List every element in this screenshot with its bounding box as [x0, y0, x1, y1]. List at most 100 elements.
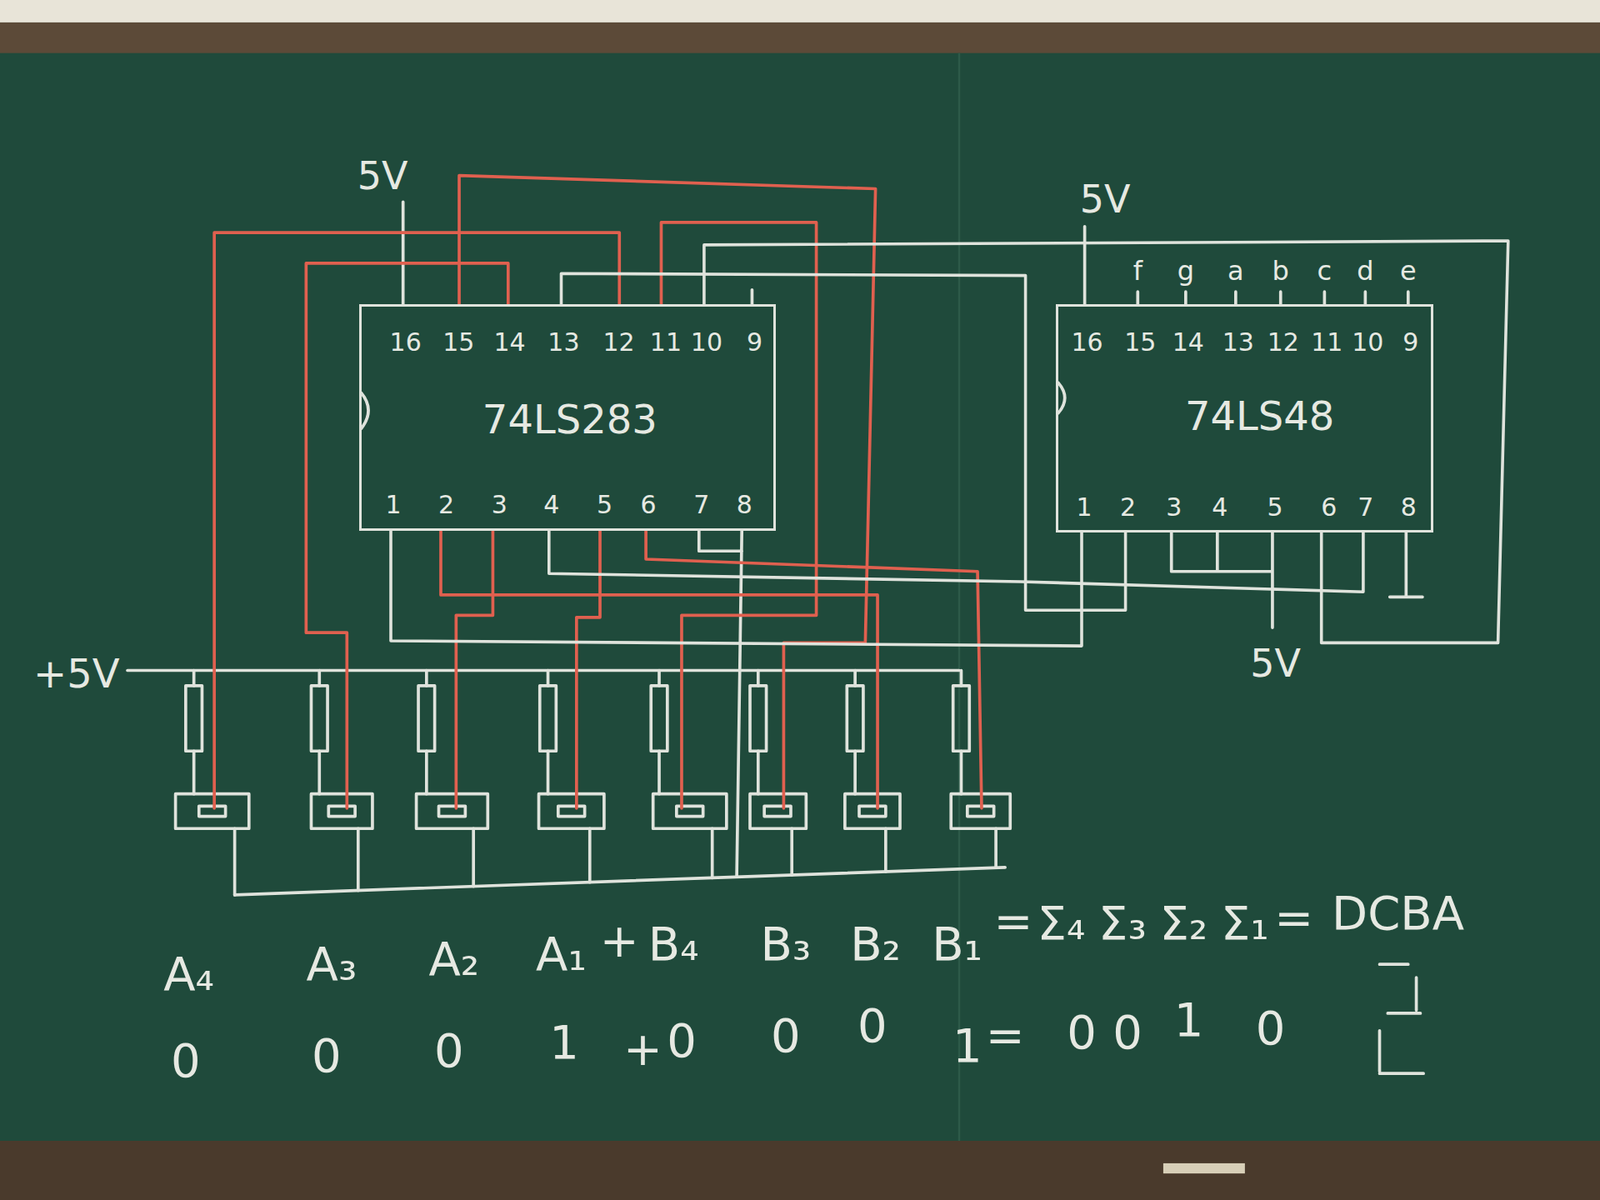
input-wire: [645, 530, 982, 809]
control-wire: [1171, 532, 1273, 628]
value-digit: 0: [770, 1010, 801, 1062]
switch-lead: [471, 828, 475, 886]
sum-wire: [390, 530, 1082, 646]
equation-text: =: [1274, 892, 1314, 945]
value-digit: 0: [857, 1000, 888, 1052]
pin-number: 12: [1267, 327, 1300, 355]
pin-number: 8: [1400, 492, 1417, 520]
equation-text: DCBA: [1331, 887, 1465, 940]
pin-number: 10: [1351, 327, 1384, 355]
resistor-symbol: [953, 685, 970, 751]
pin-number: 16: [390, 327, 422, 355]
segment-label: b: [1272, 256, 1290, 286]
switch-symbol: [310, 794, 372, 830]
ground-symbol: [1390, 532, 1423, 597]
supply-label: 5V: [1080, 177, 1131, 220]
pin-number: 15: [442, 327, 475, 355]
equation-text: A₂: [429, 933, 480, 985]
resistor-symbol: [310, 685, 328, 751]
chip-notch: [1058, 382, 1065, 414]
board-frame: [0, 22, 1600, 54]
switch-symbol: [539, 794, 605, 830]
pin-number: 13: [547, 327, 580, 355]
chip-box: 74LS28316151413121110912345678: [359, 304, 776, 531]
equation-text: Σ₁: [1220, 897, 1270, 950]
segment-label: f: [1133, 256, 1143, 286]
equation-text: B₂: [850, 918, 901, 970]
equation-text: +: [600, 915, 640, 967]
switch-lead: [710, 828, 715, 878]
switch-lead: [994, 828, 998, 868]
pin-number: 5: [596, 490, 613, 519]
input-wire: [576, 530, 600, 809]
segment-label: a: [1227, 256, 1245, 286]
value-digit: +: [623, 1023, 663, 1075]
value-digit: 0: [1066, 1006, 1097, 1059]
switch-lead: [884, 828, 888, 872]
switch-lead: [233, 828, 237, 895]
value-digit: 1: [549, 1017, 580, 1070]
pin-number: 4: [543, 490, 560, 519]
pin-number: 2: [1120, 492, 1136, 520]
equation-text: Σ₃: [1098, 897, 1147, 950]
ground-bus: [235, 867, 1005, 895]
pin-number: 16: [1071, 327, 1104, 355]
resistor-lead: [657, 670, 661, 794]
ground-wire: [699, 530, 742, 877]
input-wire: [455, 530, 493, 809]
sum-wire: [561, 273, 1126, 610]
pin-number: 11: [650, 327, 682, 355]
pin-number: 3: [1165, 492, 1182, 520]
input-wire: [305, 263, 508, 809]
supply-label: 5V: [357, 154, 409, 197]
sum-wire: [549, 530, 1364, 593]
chalk-tray: [0, 1140, 1600, 1200]
equation-text: B₃: [760, 918, 811, 970]
seven-segment-digit: [1380, 964, 1425, 1074]
segment-label: d: [1356, 256, 1374, 286]
resistor-lead: [546, 670, 550, 794]
supply-label: +5V: [33, 651, 120, 696]
supply-wire: [1083, 226, 1087, 305]
pin-number: 1: [1075, 492, 1092, 520]
supply-wire: [401, 201, 405, 304]
input-wire: [660, 222, 816, 809]
switch-lever: [328, 805, 355, 816]
resistor-lead: [960, 670, 964, 794]
board-seam: [958, 53, 960, 1141]
switch-lead: [790, 828, 794, 875]
value-digit: 0: [170, 1035, 201, 1088]
resistor-lead: [317, 670, 321, 794]
resistor-symbol: [750, 685, 767, 751]
pin-number: 15: [1124, 327, 1156, 355]
resistor-lead: [192, 670, 196, 794]
pin-number: 14: [493, 327, 525, 355]
pin-number: 12: [602, 327, 635, 355]
pin-number: 6: [640, 490, 657, 519]
resistor-symbol: [540, 685, 557, 751]
switch-symbol: [416, 794, 489, 830]
input-wire: [440, 530, 878, 809]
wall: [0, 0, 1600, 23]
pin-number: 9: [1402, 327, 1419, 355]
pin-stub: [750, 290, 755, 305]
pin-number: 8: [736, 490, 753, 519]
pin-number: 9: [746, 327, 763, 355]
switch-lever: [859, 805, 886, 816]
pin-number: 3: [491, 490, 508, 519]
value-digit: 1: [1174, 995, 1205, 1047]
sum-wire: [704, 240, 1509, 643]
supply-label: 5V: [1250, 642, 1301, 685]
value-digit: 0: [1255, 1002, 1286, 1055]
resistor-symbol: [185, 685, 203, 751]
chalk-stick: [1163, 1163, 1245, 1174]
switch-lever: [199, 805, 226, 816]
resistor-lead: [756, 670, 760, 794]
switch-symbol: [653, 794, 727, 830]
value-digit: 1: [952, 1020, 983, 1072]
